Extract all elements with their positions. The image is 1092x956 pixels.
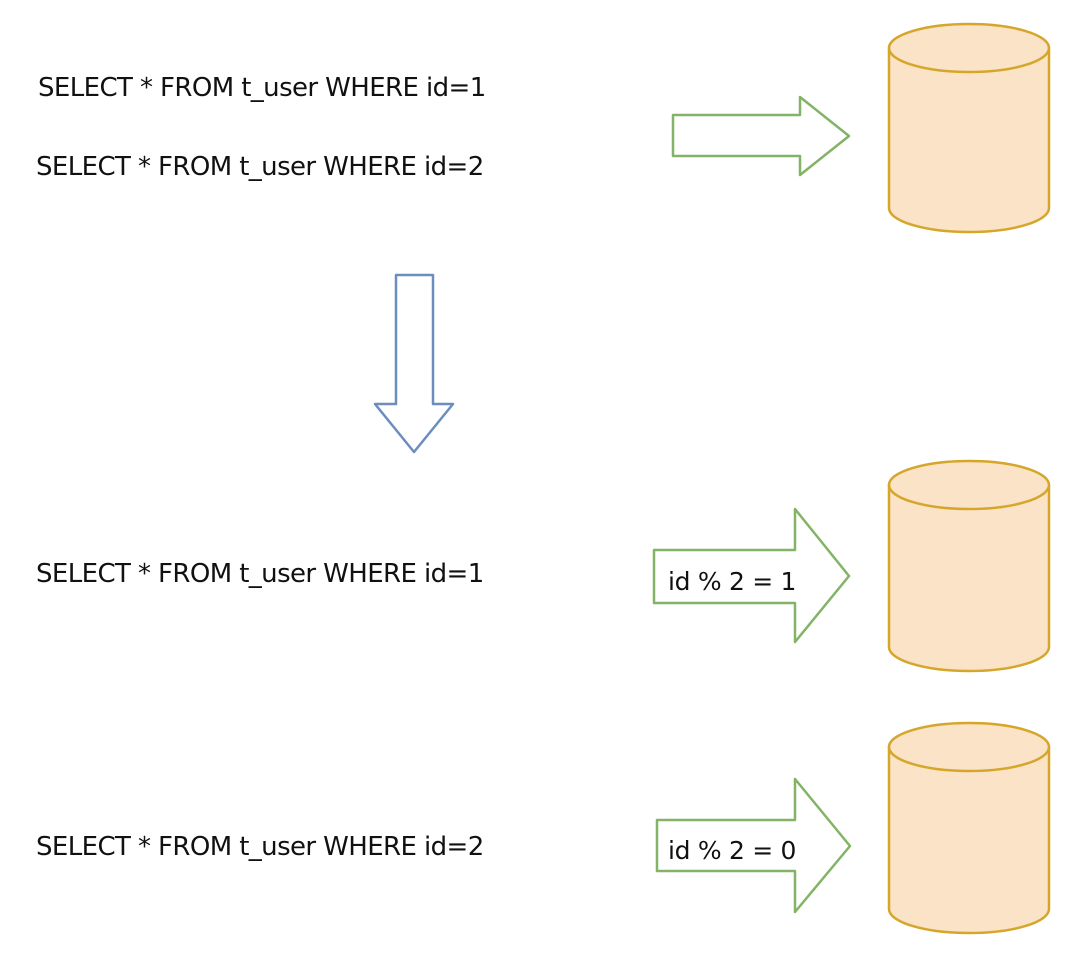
- query-before-2: SELECT * FROM t_user WHERE id=2: [36, 152, 484, 182]
- query-after-1: SELECT * FROM t_user WHERE id=1: [36, 559, 484, 589]
- route-condition-shard-2: id % 2 = 0: [668, 836, 797, 865]
- database-shard-2: [887, 721, 1051, 935]
- database-shard-1: [887, 459, 1051, 673]
- query-after-2: SELECT * FROM t_user WHERE id=2: [36, 832, 484, 862]
- database-single: [887, 22, 1051, 234]
- route-condition-shard-1: id % 2 = 1: [668, 567, 797, 596]
- route-arrow-shard-2: [655, 777, 852, 914]
- route-arrow-shard-1: [652, 507, 851, 644]
- transform-arrow-down: [373, 273, 455, 454]
- route-arrow-single: [671, 95, 851, 177]
- query-before-1: SELECT * FROM t_user WHERE id=1: [38, 73, 486, 103]
